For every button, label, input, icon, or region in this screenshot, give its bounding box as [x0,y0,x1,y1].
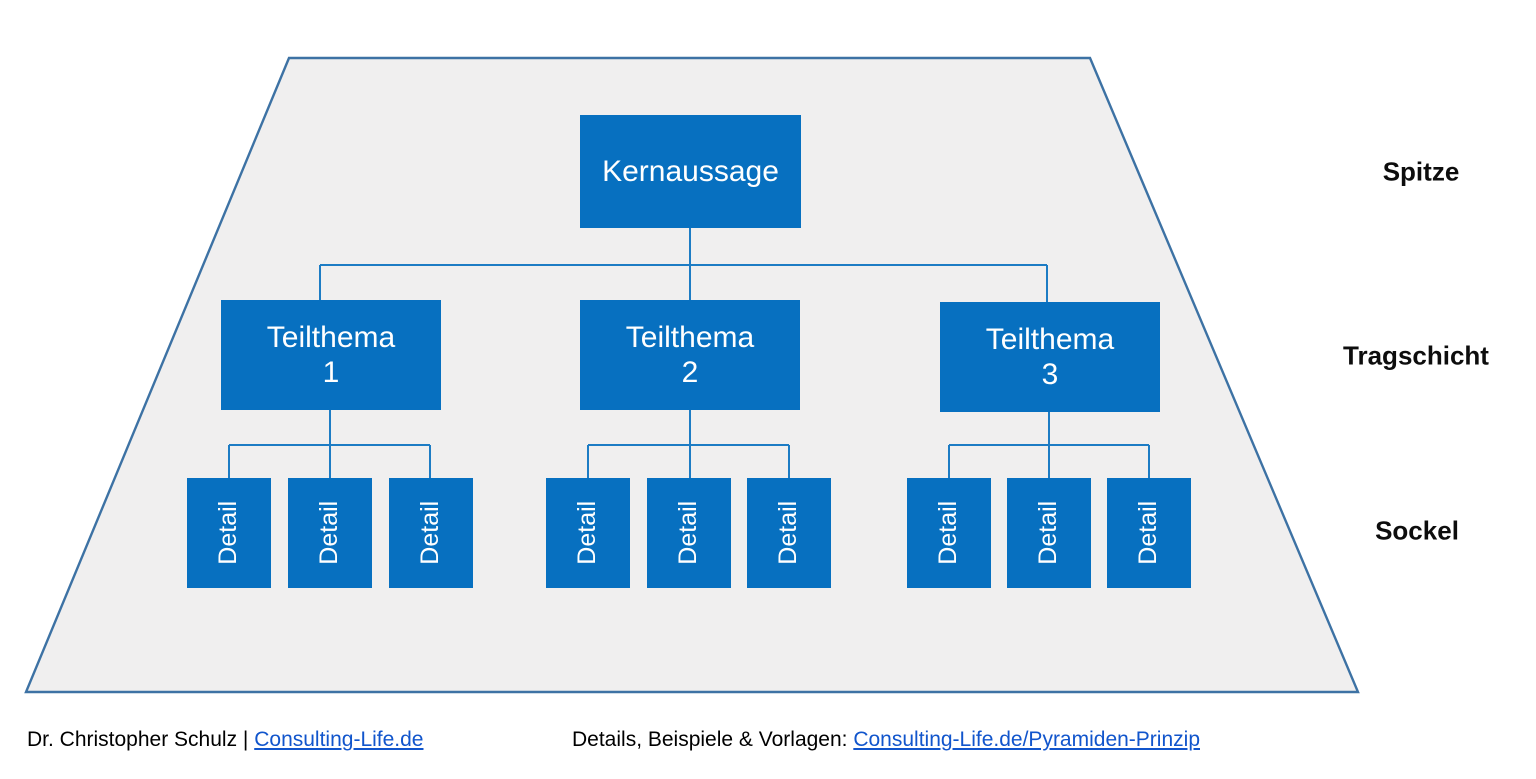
node-detail-1-3[interactable]: Detail [389,478,473,588]
node-teilthema-3[interactable]: Teilthema 3 [940,302,1160,412]
node-teilthema-1-number: 1 [322,356,340,389]
node-detail-3-1[interactable]: Detail [907,478,991,588]
tier-label-tragschicht: Tragschicht [1343,340,1489,371]
node-detail-2-1[interactable]: Detail [546,478,630,588]
node-teilthema-3-number: 3 [1041,358,1059,391]
tier-label-sockel: Sockel [1375,515,1459,546]
node-detail-1-2[interactable]: Detail [288,478,372,588]
node-detail-3-2[interactable]: Detail [1007,478,1091,588]
node-detail-1-1[interactable]: Detail [187,478,271,588]
footer-resources-text: Details, Beispiele & Vorlagen: [572,728,854,751]
node-detail-2-1-label: Detail [573,501,602,565]
node-detail-2-3[interactable]: Detail [747,478,831,588]
node-detail-3-3-label: Detail [1134,501,1163,565]
node-teilthema-3-label: Teilthema [985,322,1115,356]
node-detail-1-2-label: Detail [315,501,344,565]
node-teilthema-2-number: 2 [681,356,699,389]
node-detail-3-3[interactable]: Detail [1107,478,1191,588]
node-teilthema-2[interactable]: Teilthema 2 [580,300,800,410]
footer-resources-link[interactable]: Consulting-Life.de/Pyramiden-Prinzip [853,728,1200,751]
node-teilthema-2-label: Teilthema [625,320,755,354]
node-detail-3-1-label: Detail [934,501,963,565]
tier-label-spitze: Spitze [1382,156,1460,187]
node-detail-1-1-label: Detail [214,501,243,565]
node-detail-3-2-label: Detail [1034,501,1063,565]
node-detail-1-3-label: Detail [416,501,445,565]
node-kernaussage-label: Kernaussage [602,154,779,188]
node-kernaussage[interactable]: Kernaussage [580,115,801,228]
node-teilthema-1[interactable]: Teilthema 1 [221,300,441,410]
footer-author-link[interactable]: Consulting-Life.de [254,728,424,751]
footer-resources-line: Details, Beispiele & Vorlagen: Consultin… [572,728,1200,752]
footer-author-line: Dr. Christopher Schulz | Consulting-Life… [27,728,424,752]
footer-author-text: Dr. Christopher Schulz | [27,728,255,751]
node-detail-2-3-label: Detail [774,501,803,565]
node-teilthema-1-label: Teilthema [266,320,396,354]
node-detail-2-2-label: Detail [674,501,703,565]
node-detail-2-2[interactable]: Detail [647,478,731,588]
